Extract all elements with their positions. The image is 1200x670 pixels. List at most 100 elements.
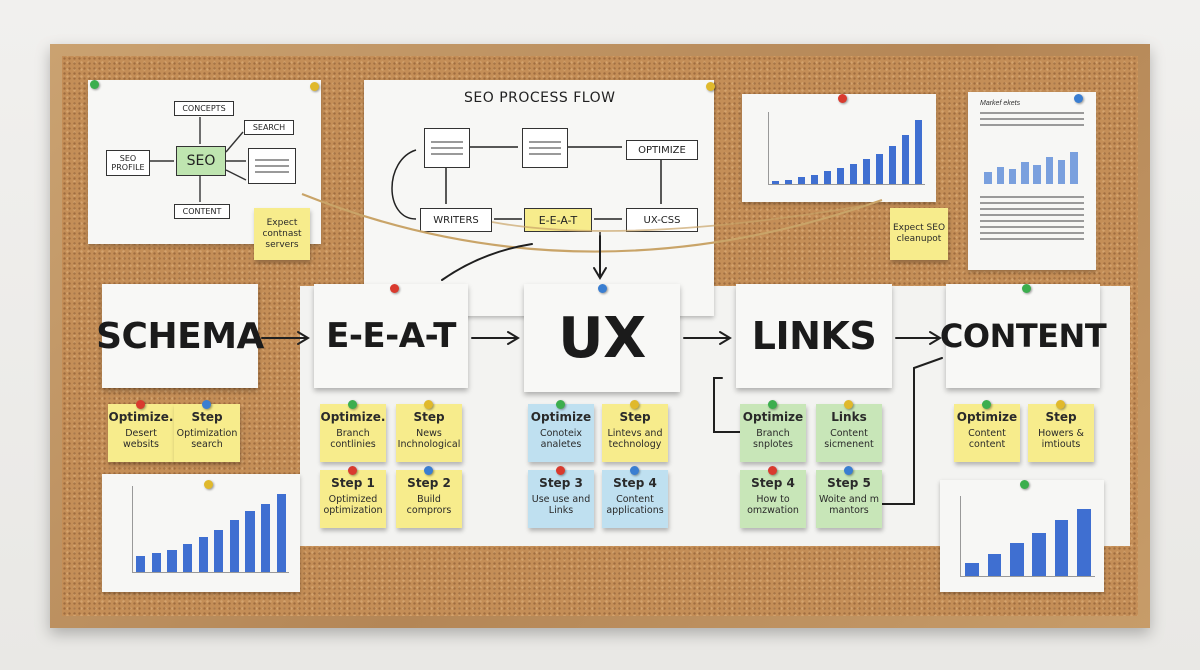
pin [630, 400, 639, 409]
pin [1020, 480, 1029, 489]
chart-bar [167, 549, 177, 572]
market-doc-chart [982, 146, 1080, 184]
flow-node-writers: WRITERS [420, 208, 492, 232]
sticky-note-body: Conoteix analetes [539, 428, 583, 450]
pin [424, 466, 433, 475]
sticky-note-expect-contnast: Expect contnast servers [254, 208, 310, 260]
chart-bar [276, 493, 286, 572]
sticky-note-body: Optimized optimization [323, 494, 383, 516]
sticky-note-body: Content applications [606, 494, 664, 516]
sticky-note-title: Optimize. [320, 410, 386, 424]
pin [768, 466, 777, 475]
corkboard: CONCEPTS SEARCH SEO PROFILE SEO CONTENT … [62, 56, 1138, 616]
twine-strings [301, 192, 883, 253]
chart-bar [965, 562, 979, 576]
concept-node-concepts: CONCEPTS [174, 101, 234, 116]
chart-bar [1045, 157, 1054, 184]
sticky-note-body: Branch snplotes [753, 428, 793, 450]
card-schema: SCHEMA [96, 284, 264, 388]
chart-bar [1033, 164, 1041, 184]
sticky-note-body: Woite and m mantors [818, 494, 880, 516]
chart-bar [771, 181, 780, 184]
card-content: CONTENT [940, 284, 1107, 388]
pin [1022, 284, 1031, 293]
top-mini-chart [742, 94, 936, 202]
chart-bar [182, 543, 193, 572]
chart-bar [1032, 532, 1046, 576]
sticky-note-title: Step [619, 410, 651, 424]
sticky-note: Step 4 How to omzwation [740, 470, 806, 528]
sticky-note-body: Use use and Links [531, 494, 591, 516]
sticky-note-body: Build comprors [406, 494, 452, 516]
sticky-note-body: Desert websits [123, 428, 159, 450]
process-flow-sheet: SEO PROCESS FLOW OPTIMIZE WRITERS E-E-A-… [364, 80, 714, 316]
pin [90, 80, 99, 89]
sticky-note: Optimize.Desert websits [108, 404, 174, 462]
chart-bar [198, 536, 208, 572]
sticky-note-title: Optimize [956, 410, 1018, 424]
pin [556, 400, 565, 409]
sticky-note-body: Optimization search [176, 428, 238, 450]
main-flow-arrows [261, 235, 943, 505]
sticky-note-body: Content content [968, 428, 1006, 450]
pin [136, 400, 145, 409]
pin [202, 400, 211, 409]
pin [838, 94, 847, 103]
concept-node-seo-center: SEO [176, 146, 226, 176]
concept-node-content: CONTENT [174, 204, 230, 219]
chart-bar [823, 171, 832, 184]
chart-bar [1070, 152, 1078, 184]
sticky-note: Optimize. Branch contlinies [320, 404, 386, 462]
sticky-note-title: Optimize [742, 410, 804, 424]
flow-arrows [391, 146, 662, 270]
chart-bar [810, 174, 819, 184]
sticky-note-body: Lintevs and technology [607, 428, 663, 450]
pin [1074, 94, 1083, 103]
pin [348, 400, 357, 409]
chart-bar [984, 171, 992, 184]
sticky-note-title: Links [831, 410, 867, 424]
pin [768, 400, 777, 409]
chart-bar [245, 511, 255, 572]
card-eeat: E-E-A-T [314, 284, 468, 388]
sticky-note-title: Step 4 [751, 476, 795, 490]
sticky-note-body: News Inchnological [397, 428, 461, 450]
sticky-note-body: Howers & imtiouts [1038, 428, 1084, 450]
sticky-note-body: How to omzwation [747, 494, 799, 516]
sticky-note-title: Step 4 [613, 476, 657, 490]
sticky-note-title: Step 2 [407, 476, 451, 490]
chart-bar [1054, 519, 1069, 576]
pin [1056, 400, 1065, 409]
concept-node-list [248, 148, 296, 184]
pin [310, 82, 319, 91]
chart-bar [914, 120, 923, 184]
bottom-left-chart-bars [132, 486, 289, 573]
sticky-note-title: Optimize [530, 410, 592, 424]
pin [706, 82, 715, 91]
chart-bar [862, 159, 871, 184]
bottom-left-chart [102, 474, 300, 592]
pin [390, 284, 399, 293]
sticky-note: Step 4 Content applications [602, 470, 668, 528]
pin [598, 284, 607, 293]
card-links: LINKS [736, 284, 892, 388]
chart-bar [136, 555, 146, 572]
sticky-note-body: Branch contlinies [330, 428, 376, 450]
concept-node-search: SEARCH [244, 120, 294, 135]
process-flow-title: SEO PROCESS FLOW [464, 90, 616, 106]
chart-bar [151, 553, 162, 572]
flow-node-optimize: OPTIMIZE [626, 140, 698, 160]
flow-window-1 [424, 128, 470, 168]
pin [556, 466, 565, 475]
sticky-note-body: Content sicmenent [824, 428, 874, 450]
